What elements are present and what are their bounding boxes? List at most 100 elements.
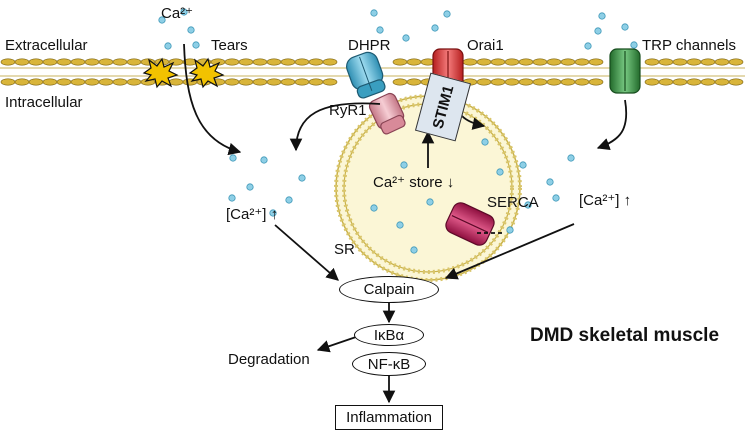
- calcium-ion-dot: [370, 204, 378, 212]
- calcium-ion-dot: [269, 209, 277, 217]
- calcium-ion-dot: [443, 10, 451, 18]
- ryr1-channel: [368, 92, 406, 135]
- arrow-ryr1-release: [289, 102, 381, 152]
- calcium-ion-dot: [598, 12, 606, 20]
- membrane-lipid-bead: [700, 78, 716, 86]
- membrane-lipid-bead: [658, 58, 674, 66]
- membrane-lipid-bead: [112, 78, 128, 86]
- membrane-lipid-bead: [28, 58, 44, 66]
- calcium-ion-dot: [158, 16, 166, 24]
- membrane-lipid-bead: [658, 78, 674, 86]
- membrane-lipid-bead: [224, 78, 240, 86]
- membrane-lipid-bead: [644, 58, 660, 66]
- calcium-ion-dot: [621, 23, 629, 31]
- calcium-ion-dot: [426, 198, 434, 206]
- diagram-title: DMD skeletal muscle: [530, 325, 720, 346]
- membrane-lipid-bead: [700, 58, 716, 66]
- calcium-ion-dot: [519, 161, 527, 169]
- membrane-lipid-bead: [42, 78, 58, 86]
- membrane-lipid-bead: [546, 78, 562, 86]
- calcium-ion-dot: [187, 26, 195, 34]
- membrane-lipid-bead: [224, 58, 240, 66]
- membrane-lipid-bead: [308, 58, 324, 66]
- calcium-ion-dot: [164, 42, 172, 50]
- membrane-lipid-bead: [490, 78, 506, 86]
- calcium-ion-dot: [410, 246, 418, 254]
- orai1-label: Orai1: [467, 37, 504, 54]
- membrane-lipid-bead: [714, 58, 730, 66]
- membrane-lipid-bead: [462, 58, 478, 66]
- membrane-lipid-bead: [126, 58, 142, 66]
- arrow-left-ca-to-calpain: [274, 224, 339, 281]
- membrane-lipid-bead: [0, 58, 16, 66]
- calcium-ion-dot: [506, 226, 514, 234]
- calcium-ion-dot: [285, 196, 293, 204]
- calcium-ion-dot: [402, 34, 410, 42]
- membrane-lipid-bead: [266, 58, 282, 66]
- membrane-lipid-bead: [70, 78, 86, 86]
- calcium-ion-dot: [376, 26, 384, 34]
- membrane-lipid-bead: [308, 78, 324, 86]
- calcium-ion-dot: [180, 8, 188, 16]
- dhpr-label: DHPR: [348, 37, 391, 54]
- tears-label: Tears: [211, 37, 248, 54]
- membrane-lipid-bead: [504, 78, 520, 86]
- membrane-lipid-bead: [588, 78, 604, 86]
- degradation-label: Degradation: [228, 351, 310, 368]
- trp-channels-label: TRP channels: [642, 37, 736, 54]
- dhpr-channel: [346, 51, 386, 99]
- membrane-lipid-bead: [238, 78, 254, 86]
- extracellular-label: Extracellular: [5, 37, 88, 54]
- arrow-ikba-degradation: [316, 336, 357, 353]
- calpain-node: Calpain: [339, 276, 439, 303]
- arrows: [183, 43, 628, 404]
- arrow-tears-to-cytosol: [183, 43, 242, 156]
- ca-store-label: Ca²⁺ store ↓: [373, 174, 455, 191]
- membrane-lipid-bead: [42, 58, 58, 66]
- membrane-lipid-bead: [490, 58, 506, 66]
- cytosolic-ca-left-label: [Ca²⁺] ↑: [226, 206, 279, 223]
- membrane-tear-left: [142, 57, 179, 89]
- membrane-lipid-bead: [322, 58, 338, 66]
- cytosolic-ca-right-label: [Ca²⁺] ↑: [579, 192, 632, 209]
- membrane-lipid-bead: [98, 78, 114, 86]
- membrane-lipid-bead: [56, 78, 72, 86]
- membrane-lipid-bead: [252, 58, 268, 66]
- membrane-lipid-bead: [294, 58, 310, 66]
- membrane-lipid-bead: [476, 58, 492, 66]
- calcium-ion-dot: [630, 41, 638, 49]
- membrane-lipid-bead: [266, 78, 282, 86]
- calcium-extracellular-label: Ca²⁺: [161, 5, 194, 22]
- calcium-ion-dot: [546, 178, 554, 186]
- calcium-ion-dot: [594, 27, 602, 35]
- sr-label: SR: [334, 241, 355, 258]
- membrane-lipid-bead: [574, 58, 590, 66]
- calcium-ion-dot: [370, 9, 378, 17]
- calcium-ions: [158, 8, 638, 254]
- stim1-label: STIM1: [429, 83, 457, 131]
- membrane-lipid-bead: [322, 78, 338, 86]
- calcium-ion-dot: [400, 161, 408, 169]
- membrane-lipid-bead: [406, 58, 422, 66]
- membrane-lipid-bead: [168, 78, 184, 86]
- membrane-lipid-bead: [392, 78, 408, 86]
- calcium-ion-dot: [552, 194, 560, 202]
- membrane-lipid-bead: [84, 58, 100, 66]
- membrane-lipid-bead: [14, 78, 30, 86]
- membrane-lipid-bead: [392, 58, 408, 66]
- membrane-lipid-bead: [728, 58, 744, 66]
- membrane-lipid-bead: [504, 58, 520, 66]
- calcium-ion-dot: [567, 154, 575, 162]
- calcium-ion-dot: [298, 174, 306, 182]
- membrane-lipid-bead: [280, 58, 296, 66]
- arrow-trp-influx: [596, 99, 628, 151]
- membrane-lipid-bead: [112, 58, 128, 66]
- membrane-lipid-bead: [714, 78, 730, 86]
- calcium-ion-dot: [431, 24, 439, 32]
- membrane-lipid-bead: [252, 78, 268, 86]
- membrane-lipid-bead: [126, 78, 142, 86]
- membrane-lipid-bead: [728, 78, 744, 86]
- calcium-ion-dot: [496, 168, 504, 176]
